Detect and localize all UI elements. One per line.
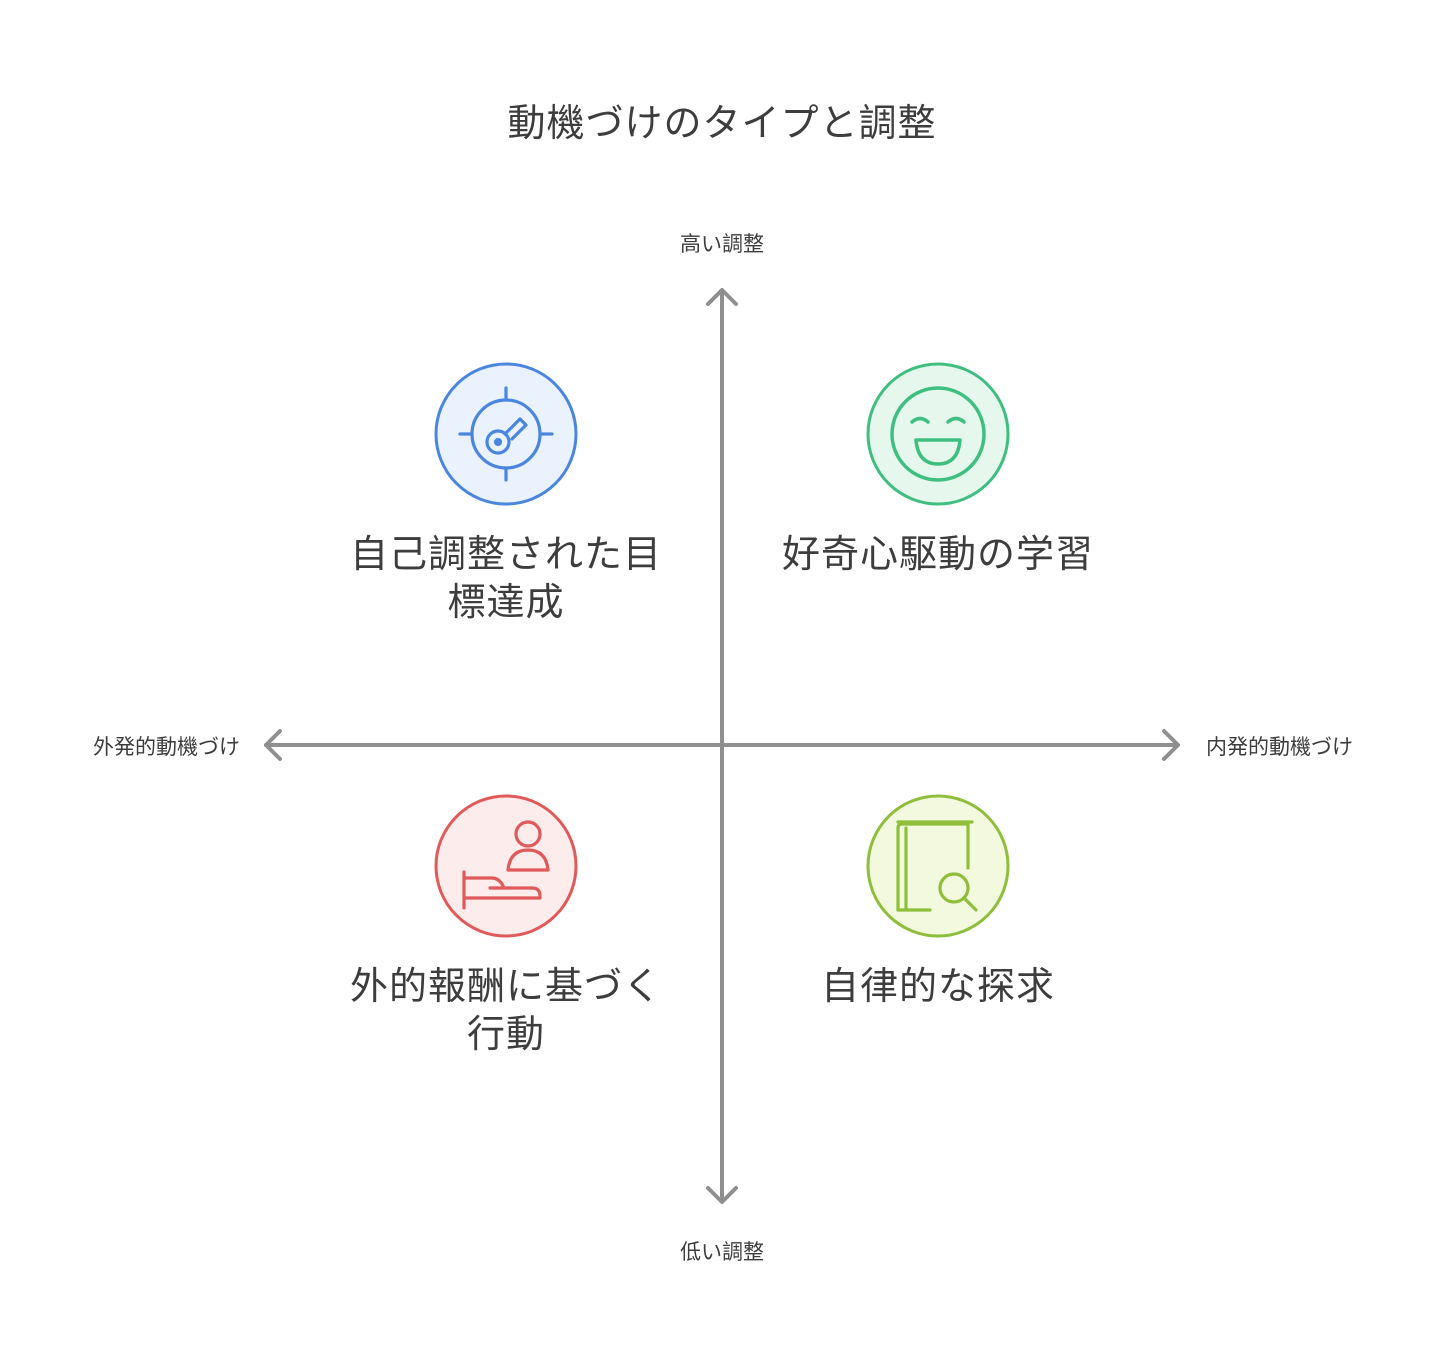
hand-user-icon (434, 794, 578, 938)
quadrant-label-top-left-line1: 自己調整された目 (349, 532, 662, 576)
book-search-icon (866, 794, 1010, 938)
target-icon (434, 362, 578, 506)
smile-icon (866, 362, 1010, 506)
quadrant-label-top-right: 好奇心駆動の学習 (758, 530, 1118, 578)
axis-label-right: 内発的動機づけ (1206, 735, 1353, 759)
quadrant-label-bottom-left-line2: 行動 (466, 1012, 545, 1056)
quadrant-label-top-right-line1: 好奇心駆動の学習 (781, 532, 1094, 576)
quadrant-label-bottom-left: 外的報酬に基づく 行動 (326, 962, 686, 1058)
quadrant-label-top-left-line2: 標達成 (447, 580, 565, 624)
axis-label-bottom: 低い調整 (680, 1240, 764, 1264)
arrow-up-icon (706, 288, 738, 306)
quadrant-label-bottom-left-line1: 外的報酬に基づく (349, 964, 662, 1008)
arrow-left-icon (264, 729, 282, 761)
quadrant-label-top-left: 自己調整された目 標達成 (326, 530, 686, 626)
arrow-right-icon (1162, 729, 1180, 761)
quadrant-label-bottom-right: 自律的な探求 (758, 962, 1118, 1010)
quadrant-label-bottom-right-line1: 自律的な探求 (820, 964, 1055, 1008)
axis-label-left: 外発的動機づけ (93, 735, 240, 759)
arrow-down-icon (706, 1186, 738, 1204)
axis-label-top: 高い調整 (680, 232, 764, 256)
page-title: 動機づけのタイプと調整 (507, 101, 937, 145)
